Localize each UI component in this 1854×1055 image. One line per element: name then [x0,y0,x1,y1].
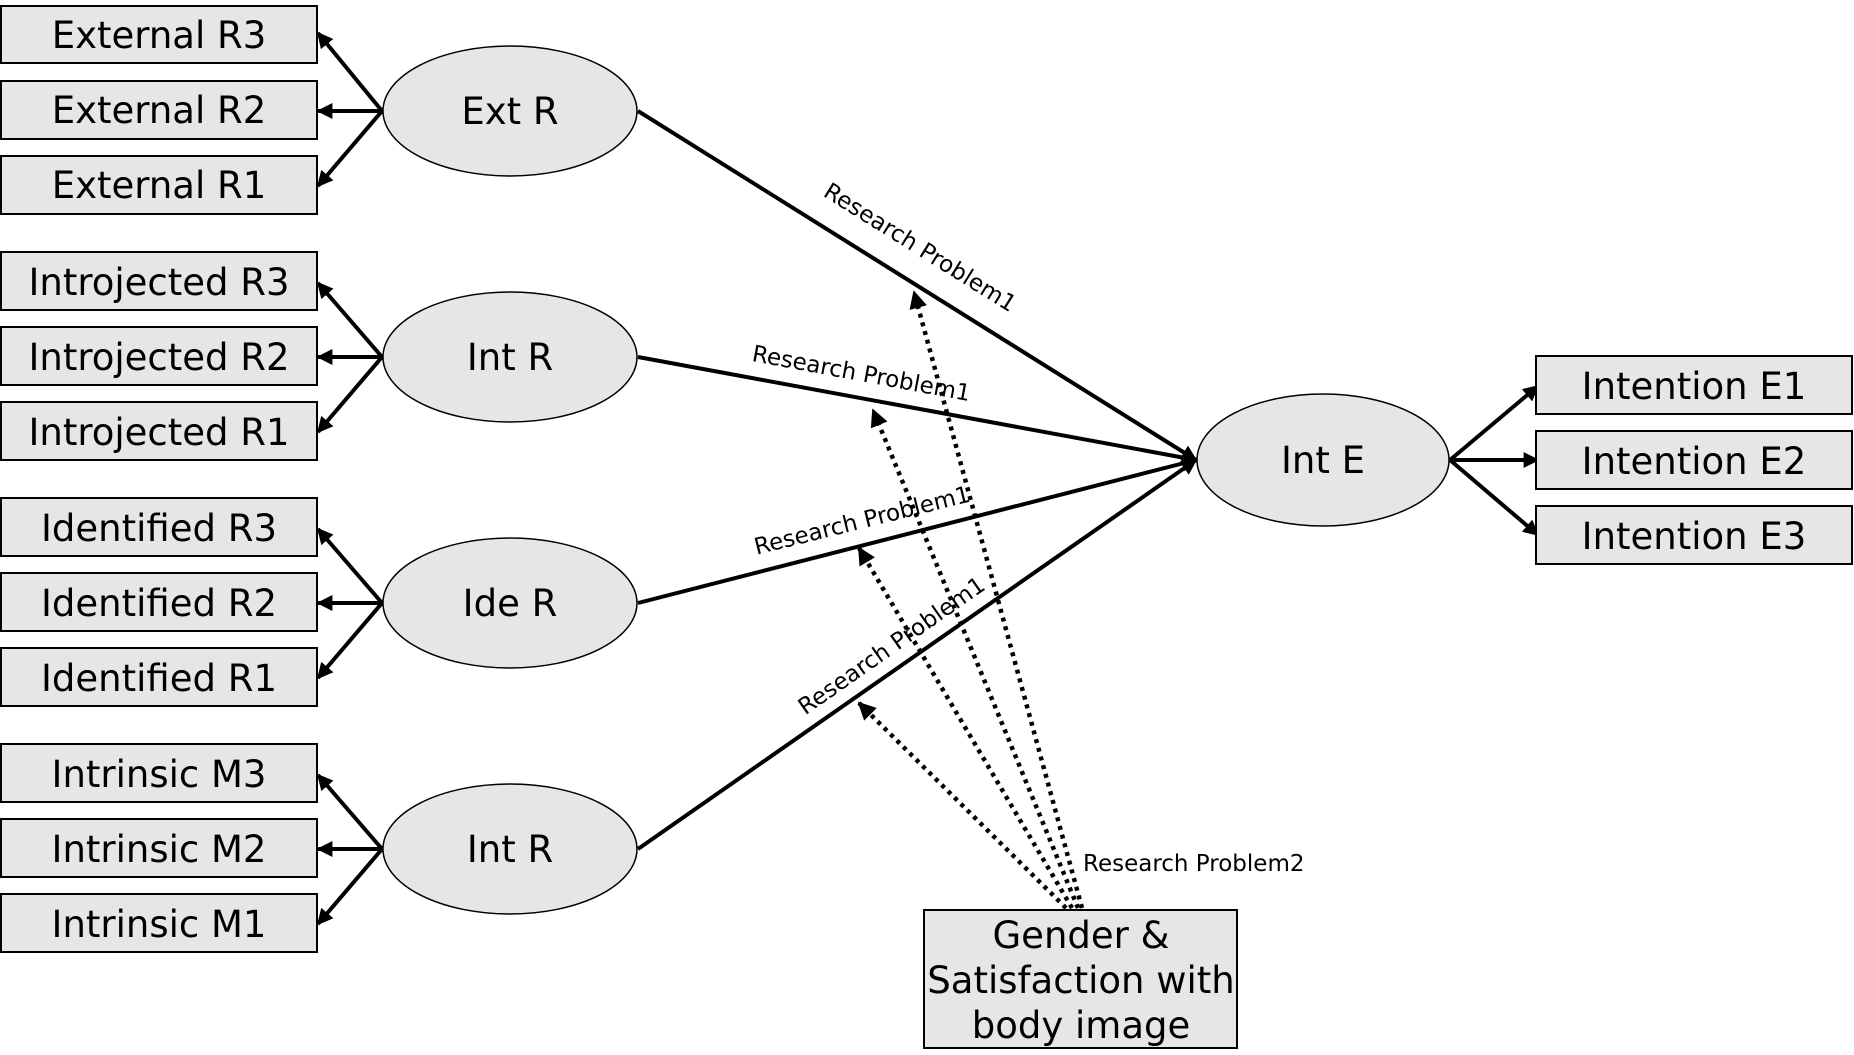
indicator-intrinsic-m3: Intrinsic M3 [52,753,267,796]
path-ext-to-inte [636,109,1198,462]
indicator-external-r3: External R3 [52,14,267,57]
latent-intro: Int R [382,291,638,423]
indicator-external-r2: External R2 [52,89,267,132]
inte-indicators: Intention E1 Intention E2 Intention E3 [1535,355,1853,565]
latent-ide-label: Ide R [463,582,558,625]
moderator-path-label: Research Problem2 [1083,851,1304,877]
indicator-introjected-r3: Introjected R3 [28,261,289,304]
intr-indicator-arrows [316,773,384,926]
indicator-introjected-r1: Introjected R1 [28,411,289,454]
ext-indicators: External R3 External R2 External R1 [0,5,318,215]
indicator-introjected-r2: Introjected R2 [28,336,289,379]
ext-indicator-arrows [316,31,384,188]
ide-indicator-arrows [316,527,384,680]
path-intro-to-inte [637,355,1198,466]
indicator-identified-r3: Identified R3 [41,507,277,550]
latent-inte: Int E [1196,393,1450,527]
indicator-identified-r2: Identified R2 [41,582,277,625]
inte-indicator-arrows [1448,384,1540,537]
latent-ext: Ext R [382,45,638,177]
indicator-intrinsic-m1: Intrinsic M1 [52,903,267,946]
path-label-4: Research Problem1 [794,572,990,720]
intro-indicators: Introjected R3 Introjected R2 Introjecte… [0,251,318,461]
indicator-intention-e3: Intention E3 [1582,515,1807,558]
indicator-intrinsic-m2: Intrinsic M2 [52,828,267,871]
latent-intr-label: Int R [467,828,553,871]
indicator-external-r1: External R1 [52,164,267,207]
indicator-identified-r1: Identified R1 [41,657,277,700]
indicator-intention-e2: Intention E2 [1582,440,1807,483]
path-ide-to-inte [637,455,1198,605]
latent-inte-label: Int E [1281,439,1365,482]
latent-intro-label: Int R [467,336,553,379]
intr-indicators: Intrinsic M3 Intrinsic M2 Intrinsic M1 [0,743,318,953]
indicator-intention-e1: Intention E1 [1582,365,1807,408]
path-label-3: Research Problem1 [752,482,973,561]
structural-paths [636,109,1198,851]
moderator-line-2: Satisfaction with [927,959,1234,1002]
path-label-1: Research Problem1 [819,178,1021,317]
moderator-line-1: Gender & [993,914,1170,957]
ide-indicators: Identified R3 Identified R2 Identified R… [0,497,318,707]
latent-intr: Int R [382,783,638,915]
intro-indicator-arrows [316,281,384,434]
latent-ide: Ide R [382,537,638,669]
moderator-line-3: body image [972,1004,1191,1047]
latent-ext-label: Ext R [461,90,558,133]
moderator-box: Gender & Satisfaction with body image [923,909,1238,1049]
path-intr-to-inte [636,458,1198,851]
moderator-arrows [857,290,1085,910]
